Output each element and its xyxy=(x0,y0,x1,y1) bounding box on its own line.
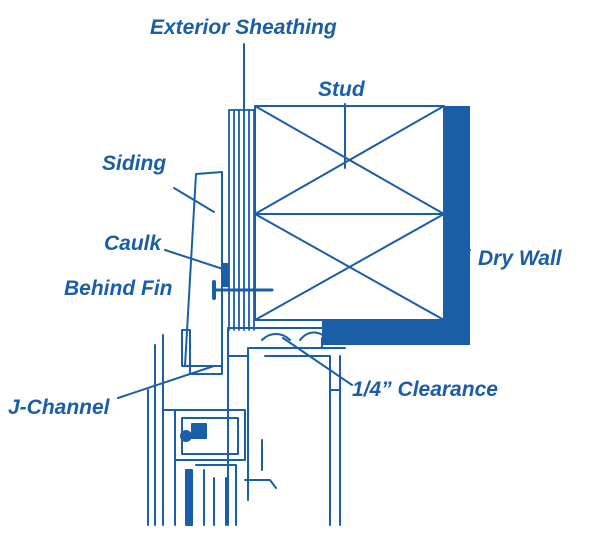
drywall-shape xyxy=(322,106,470,345)
exterior-sheathing-shape xyxy=(228,109,256,331)
nail-shape xyxy=(212,280,274,300)
label-exterior-sheathing: Exterior Sheathing xyxy=(150,16,337,39)
caulk-bead xyxy=(222,263,229,287)
label-caulk-line2: Behind Fin xyxy=(64,277,173,300)
leader-lines xyxy=(117,43,471,399)
label-j-channel: J-Channel xyxy=(8,396,111,419)
window-frame-head xyxy=(227,327,346,526)
label-siding: Siding xyxy=(102,152,166,175)
label-clearance: 1/4” Clearance xyxy=(352,378,498,401)
label-stud: Stud xyxy=(318,78,366,101)
stud-shape xyxy=(254,105,445,321)
label-caulk-line1: Caulk xyxy=(104,232,163,255)
label-dry-wall: Dry Wall xyxy=(478,247,563,270)
window-sash-details xyxy=(174,409,277,526)
